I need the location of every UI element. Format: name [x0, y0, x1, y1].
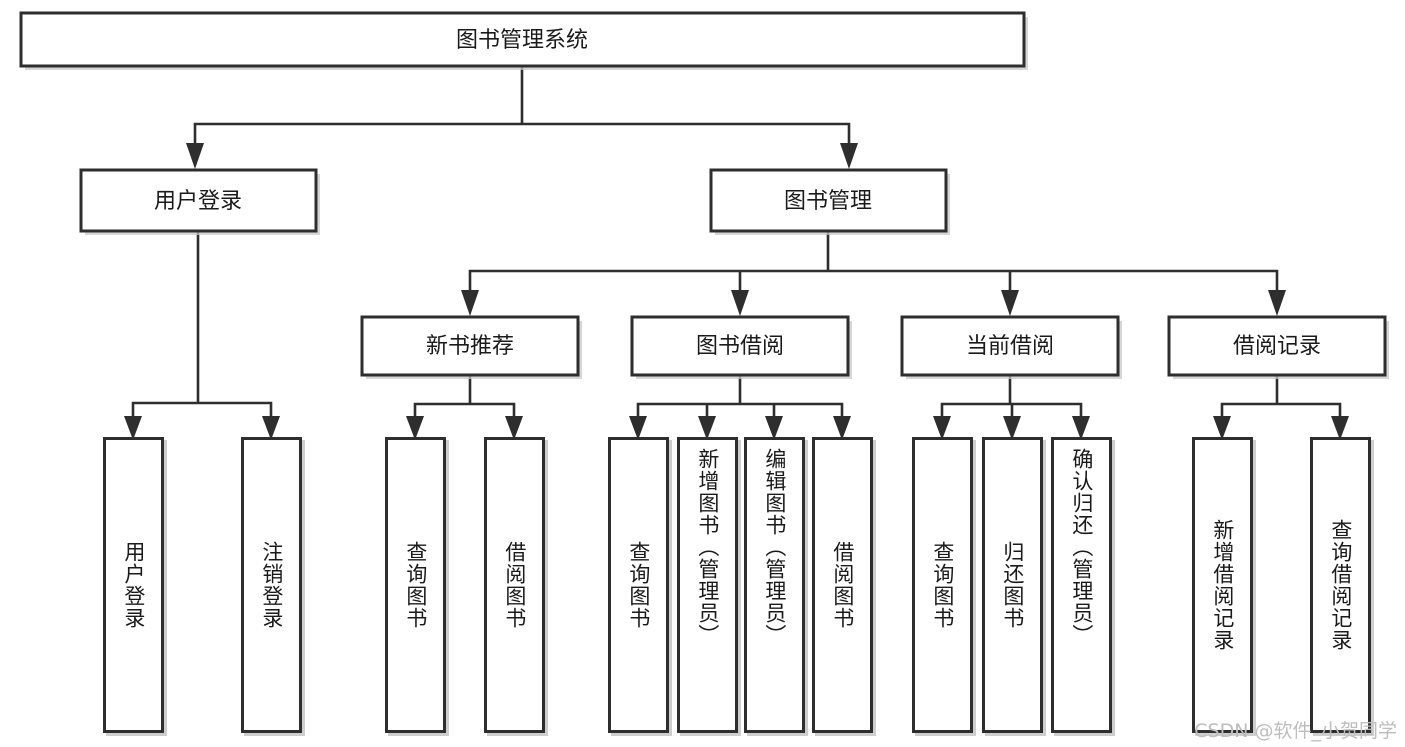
leaf-label-bb-borrow-book: 借阅图书: [830, 541, 855, 629]
leaf-box-bb-borrow-book[interactable]: 借阅图书: [812, 437, 873, 733]
node-book-borrow[interactable]: 图书借阅: [630, 315, 852, 379]
arrowhead-leaf-bb-query: [629, 416, 647, 440]
leaf-box-logout[interactable]: 注销登录: [241, 437, 302, 733]
edge-bookmanage-bus: [468, 229, 1279, 292]
leaf-box-bb-add-book[interactable]: 新增图书（管理员）: [677, 437, 738, 733]
node-user-login[interactable]: 用户登录: [79, 168, 320, 235]
leaf-label-bb-query-book: 查询图书: [626, 541, 651, 629]
leaf-label-cb-query-book: 查询图书: [930, 541, 955, 629]
leaf-box-cb-query-book[interactable]: 查询图书: [912, 437, 973, 733]
arrowhead-leaf-bb-borrow: [833, 416, 851, 440]
arrowhead-user-login: [186, 143, 204, 169]
arrowhead-leaf-bb-add: [698, 416, 716, 440]
node-borrow-record-box: [1167, 315, 1387, 377]
arrowhead-leaf-cb-query: [933, 416, 951, 440]
arrowhead-leaf-bb-edit: [765, 416, 783, 440]
leaf-box-user-login[interactable]: 用户登录: [103, 437, 164, 733]
edge-borrowrecord-bus: [1220, 373, 1342, 418]
node-user-login-label: 用户登录: [154, 189, 242, 214]
csdn-watermark: CSDN @软件_小贺同学: [1194, 720, 1397, 742]
leaf-box-br-add-record[interactable]: 新增借阅记录: [1192, 437, 1253, 733]
arrowhead-leaf-nbr-borrow: [505, 416, 523, 440]
leaf-box-nbr-borrow-book[interactable]: 借阅图书: [484, 437, 545, 733]
node-current-borrow-label: 当前借阅: [966, 334, 1054, 359]
arrowhead-leaf-cb-confirm: [1072, 416, 1090, 440]
node-root[interactable]: 图书管理系统: [19, 11, 1028, 70]
leaf-box-bb-edit-book[interactable]: 编辑图书（管理员）: [744, 437, 805, 733]
node-borrow-record-label: 借阅记录: [1233, 334, 1321, 359]
edge-bookborrow-bus: [636, 373, 844, 418]
edge-currentborrow-bus: [940, 373, 1083, 418]
node-new-book-rec-box: [360, 315, 580, 377]
node-borrow-record[interactable]: 借阅记录: [1167, 315, 1389, 379]
node-book-borrow-label: 图书借阅: [696, 334, 784, 359]
arrowhead-leaf-br-query: [1331, 416, 1349, 440]
node-book-manage-box: [709, 168, 948, 233]
leaf-box-cb-return-book[interactable]: 归还图书: [982, 437, 1043, 733]
leaf-box-br-query-record[interactable]: 查询借阅记录: [1310, 437, 1371, 733]
leaf-label-nbr-query-book: 查询图书: [403, 541, 428, 629]
node-user-login-box: [79, 168, 318, 233]
node-book-manage-label: 图书管理: [784, 189, 872, 214]
node-current-borrow[interactable]: 当前借阅: [900, 315, 1122, 379]
arrowhead-leaf-nbr-query: [406, 416, 424, 440]
node-new-book-rec[interactable]: 新书推荐: [360, 315, 582, 379]
arrowhead-leaf-user-login: [124, 416, 142, 440]
node-book-manage[interactable]: 图书管理: [709, 168, 950, 235]
leaf-label-bb-add-book: 新增图书（管理员）: [695, 448, 720, 646]
node-current-borrow-box: [900, 315, 1120, 377]
arrowhead-current-borrow: [1001, 290, 1019, 316]
arrowhead-borrow-record: [1268, 290, 1286, 316]
arrowhead-new-book-rec: [461, 290, 479, 316]
edge-root-bus: [193, 64, 851, 145]
node-book-borrow-box: [630, 315, 850, 377]
leaf-label-br-query-record: 查询借阅记录: [1328, 519, 1353, 651]
arrowhead-leaf-logout: [262, 416, 280, 440]
edges-layer: [124, 64, 1349, 440]
arrowhead-leaf-br-add: [1213, 416, 1231, 440]
leaf-box-nbr-query-book[interactable]: 查询图书: [385, 437, 446, 733]
leaf-box-bb-query-book[interactable]: 查询图书: [608, 437, 669, 733]
leaf-box-cb-confirm-return[interactable]: 确认归还（管理员）: [1051, 437, 1112, 733]
node-root-label: 图书管理系统: [456, 28, 588, 53]
edge-userlogin-bus: [131, 229, 273, 418]
leaf-label-cb-return-book: 归还图书: [1000, 541, 1025, 629]
node-new-book-rec-label: 新书推荐: [426, 334, 514, 359]
nodes-layer: 图书管理系统 用户登录 图书管理 新书推荐: [19, 11, 1389, 379]
leaf-label-cb-confirm-return: 确认归还（管理员）: [1069, 448, 1094, 646]
leaf-label-user-login: 用户登录: [121, 541, 146, 629]
node-root-box: [19, 11, 1026, 68]
leaf-label-bb-edit-book: 编辑图书（管理员）: [762, 448, 787, 646]
leaf-label-logout: 注销登录: [259, 541, 284, 629]
arrowhead-leaf-cb-return: [1003, 416, 1021, 440]
edge-newbookrec-bus: [413, 373, 516, 418]
leaf-label-nbr-borrow-book: 借阅图书: [502, 541, 527, 629]
arrowhead-book-borrow: [731, 290, 749, 316]
arrowhead-book-manage: [840, 143, 858, 169]
leaf-label-br-add-record: 新增借阅记录: [1210, 519, 1235, 651]
